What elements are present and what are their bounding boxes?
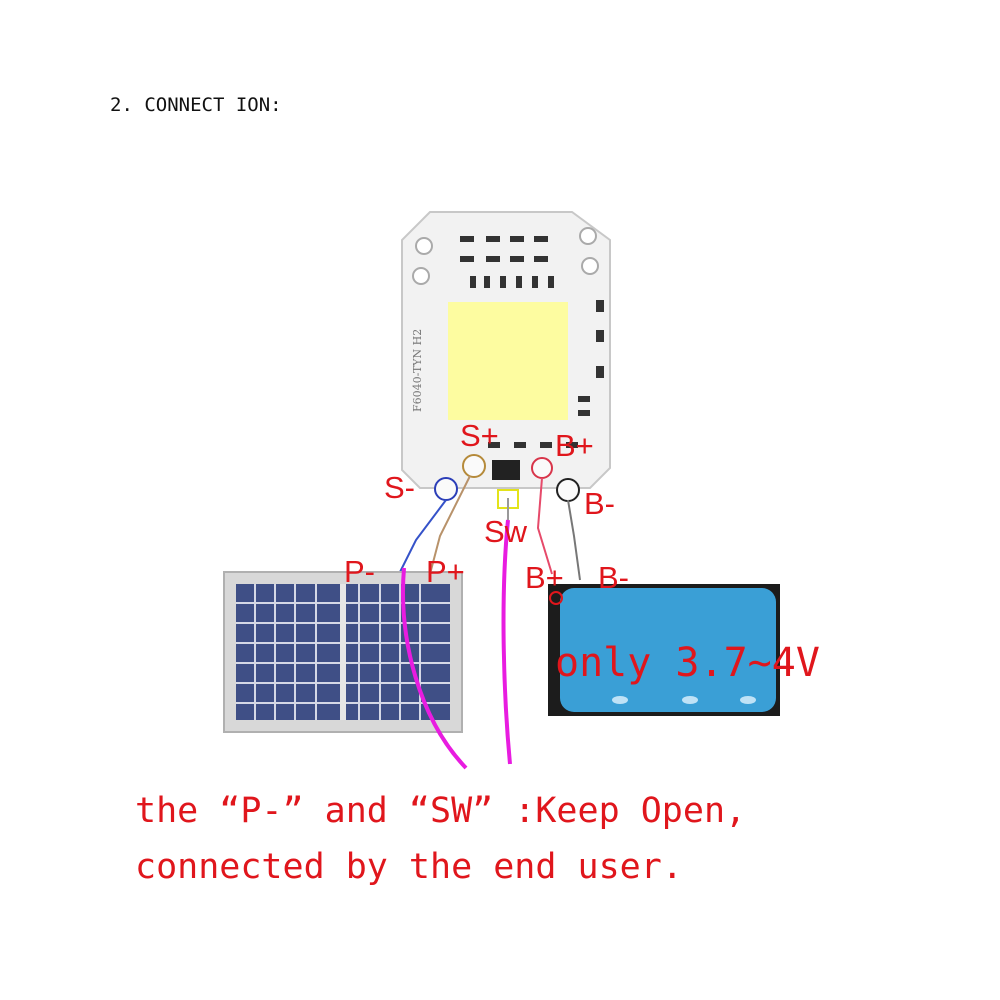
label-b-plus: B+ <box>555 428 594 463</box>
driver-ic <box>492 460 520 480</box>
solar-panel <box>223 571 463 733</box>
cob-led-emitter <box>448 302 568 420</box>
wire-b-plus <box>536 477 553 575</box>
battery-voltage-label: only 3.7~4V <box>555 640 820 686</box>
p-minus-highlight <box>401 567 468 770</box>
note-line-1: the “P-” and “SW” :Keep Open, <box>135 791 747 831</box>
label-battery-b-minus: B- <box>598 560 629 595</box>
label-battery-b-plus: B+ <box>525 560 564 595</box>
label-b-minus: B- <box>584 486 615 521</box>
battery-pack <box>548 584 780 716</box>
wire-s-plus <box>429 475 471 575</box>
wire-b-minus <box>567 499 581 581</box>
mount-hole <box>412 267 430 285</box>
mount-hole <box>581 257 599 275</box>
label-s-minus: S- <box>384 470 415 505</box>
label-p-minus: P- <box>344 554 375 589</box>
sw-highlight <box>501 519 512 765</box>
board-silkscreen: F6040-TYN H2 <box>411 329 424 412</box>
s-minus-terminal <box>434 477 458 501</box>
b-plus-terminal <box>531 457 553 479</box>
note-line-2: connected by the end user. <box>135 847 683 887</box>
mount-hole <box>579 227 597 245</box>
led-cob-board: F6040-TYN H2 <box>401 211 611 489</box>
mount-hole <box>415 237 433 255</box>
label-s-plus: S+ <box>460 418 499 453</box>
label-p-plus: P+ <box>426 554 465 589</box>
s-plus-terminal <box>462 454 486 478</box>
b-minus-terminal <box>556 478 580 502</box>
label-sw: Sw <box>484 514 528 549</box>
wire-s-minus <box>399 499 447 573</box>
section-heading: 2. CONNECT ION: <box>110 94 282 116</box>
